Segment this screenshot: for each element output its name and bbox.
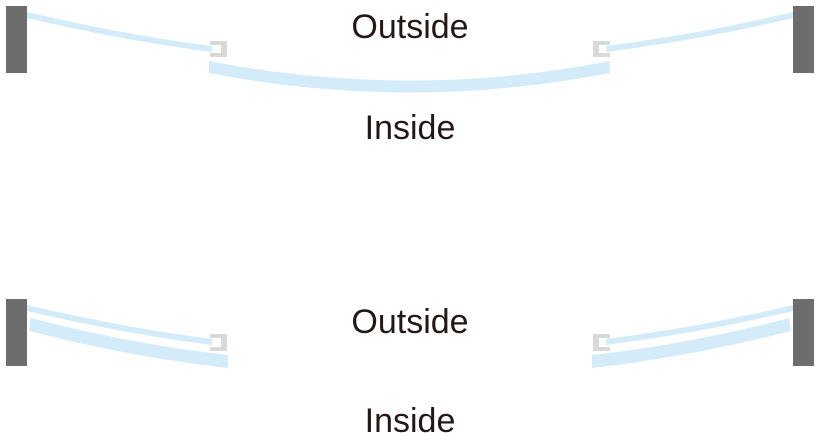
- left-sash-glass: [27, 12, 212, 52]
- right-sash-glass: [606, 305, 793, 345]
- left-sash-glass: [27, 305, 212, 345]
- inside-label: Inside: [365, 109, 456, 147]
- right-bracket: [593, 41, 610, 57]
- left-wall: [6, 6, 27, 73]
- left-bracket: [210, 334, 227, 351]
- inside-label: Inside: [365, 402, 456, 440]
- left-wall: [6, 299, 27, 366]
- right-inner-pane: [592, 318, 791, 368]
- panel-top: Outside Inside: [6, 6, 814, 147]
- outside-label: Outside: [351, 8, 468, 46]
- right-bracket: [593, 334, 610, 351]
- outside-label: Outside: [351, 303, 468, 341]
- center-curved-pane: [209, 61, 610, 93]
- panel-bottom: Outside Inside: [6, 299, 814, 440]
- left-inner-pane: [29, 318, 228, 368]
- right-sash-glass: [606, 12, 793, 52]
- left-bracket: [210, 41, 227, 57]
- right-wall: [793, 299, 814, 366]
- right-wall: [793, 6, 814, 73]
